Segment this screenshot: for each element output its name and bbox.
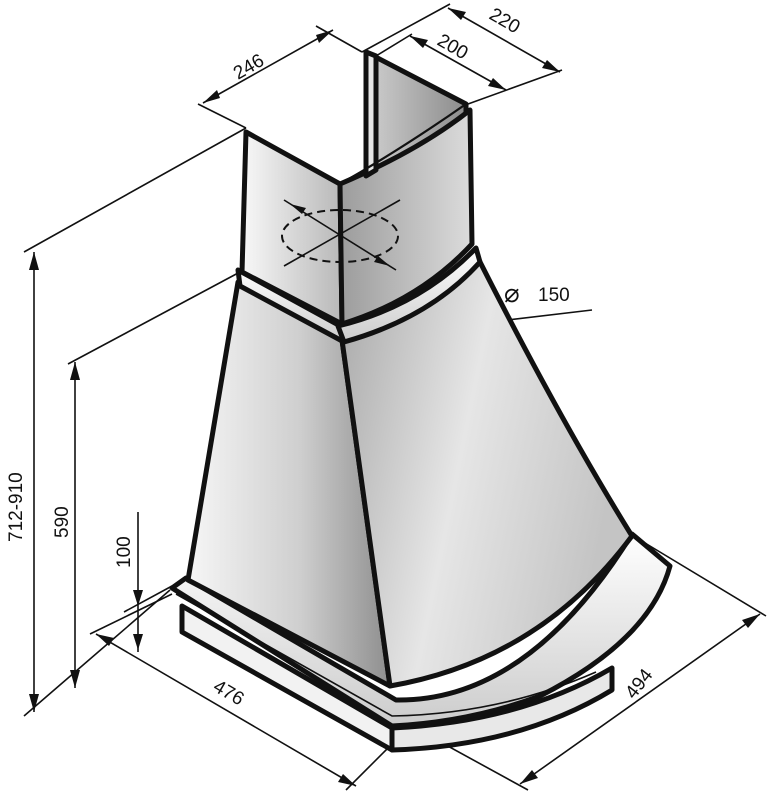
- arrow-494-a: [520, 770, 538, 784]
- arrow-476-b: [338, 774, 356, 786]
- base-trim: [169, 531, 673, 729]
- arrow-100-bottom: [133, 634, 143, 650]
- label-150: 150: [538, 285, 570, 306]
- arrow-220-b: [542, 60, 560, 72]
- ext-line-top-duct: [23, 127, 247, 253]
- label-590: 590: [52, 506, 73, 538]
- arrow-476-a: [96, 634, 114, 646]
- dimension-labels: 220 200 246 ⌀ 150 712-910 590 100 476 49…: [6, 4, 658, 710]
- outlet-hidden-circle: [281, 209, 399, 263]
- ext-line-base-top: [123, 585, 173, 613]
- arrow-246-a: [203, 90, 220, 103]
- hood-base: [169, 531, 673, 753]
- ext-line-476-right: [345, 743, 393, 791]
- diameter-label: ⌀ 150: [504, 278, 570, 308]
- arrow-590-bottom: [70, 670, 80, 688]
- base-underside-right: [389, 665, 615, 753]
- arrow-712-bottom: [29, 694, 39, 712]
- collar-right: [335, 245, 483, 345]
- dim-line-220: [447, 7, 561, 73]
- arrow-200-a: [410, 36, 428, 48]
- label-476: 476: [210, 676, 248, 710]
- duct-right-face: [337, 107, 475, 327]
- arrowheads: [29, 8, 760, 786]
- outlet-marker: [281, 199, 401, 271]
- label-246: 246: [230, 50, 268, 84]
- diameter-symbol: ⌀: [504, 278, 520, 308]
- outlet-cross-b: [283, 199, 401, 267]
- ext-line-bottom: [23, 589, 171, 717]
- dim-line-246: [202, 29, 334, 104]
- arrow-246-b: [316, 30, 333, 43]
- label-200: 200: [434, 30, 472, 64]
- ext-line-476-left: [89, 593, 173, 635]
- outlet-arrow-a: [290, 204, 306, 214]
- outlet-arrow-b: [374, 256, 390, 266]
- ext-line-246-right: [315, 25, 363, 53]
- arrow-712-top: [29, 252, 39, 270]
- duct-back-strip: [363, 49, 379, 179]
- label-712-910: 712-910: [6, 472, 27, 542]
- arrow-494-b: [742, 614, 760, 628]
- label-100: 100: [114, 536, 135, 568]
- arrow-200-b: [488, 78, 506, 90]
- ext-line-220-left: [361, 3, 451, 53]
- dim-line-200: [409, 35, 507, 91]
- base-trim-edge: [175, 593, 597, 717]
- label-494: 494: [621, 665, 657, 703]
- arrow-100-top: [133, 590, 143, 606]
- ext-line-top-body: [67, 271, 241, 365]
- arrow-590-top: [70, 362, 80, 380]
- ext-line-200-left: [375, 33, 413, 57]
- ext-line-246-left: [197, 103, 247, 129]
- hood-body: [185, 255, 635, 689]
- ext-line-494-top: [639, 539, 767, 617]
- dim-line-494: [519, 613, 761, 785]
- arrow-220-a: [448, 8, 466, 20]
- chimney-duct: [239, 49, 475, 327]
- dim-line-476: [95, 633, 357, 787]
- dimension-lines: [23, 3, 767, 791]
- duct-inner-curve: [339, 103, 467, 185]
- ext-line-220-right: [467, 69, 563, 105]
